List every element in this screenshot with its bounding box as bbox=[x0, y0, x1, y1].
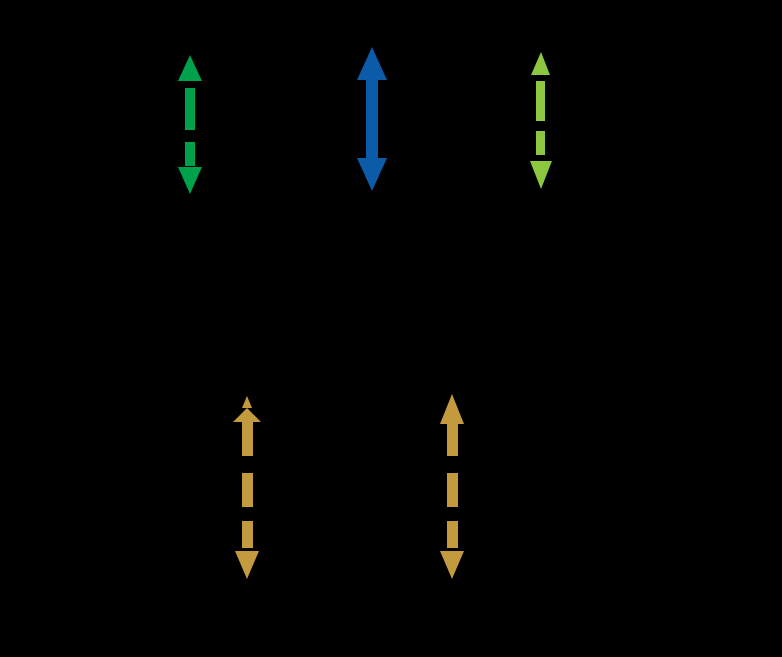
arrowhead-up-icon bbox=[531, 52, 550, 75]
arrow-lightgreen-upper-right bbox=[530, 52, 552, 189]
arrow-gold-lower-right bbox=[440, 394, 464, 579]
arrowhead-up-icon bbox=[233, 408, 261, 422]
arrowhead-up-tip-icon bbox=[242, 396, 252, 408]
arrow-green-upper-left bbox=[178, 55, 202, 194]
arrowhead-down-icon bbox=[530, 161, 552, 189]
arrow-shaft-dash bbox=[536, 81, 545, 121]
arrow-gold-lower-left bbox=[233, 396, 261, 579]
arrowhead-up-icon bbox=[178, 55, 202, 81]
arrow-shaft-dash bbox=[242, 422, 253, 456]
arrow-shaft-dash bbox=[536, 131, 545, 155]
arrow-shaft-dash bbox=[447, 416, 458, 456]
arrow-shaft-dash bbox=[242, 521, 253, 548]
arrowhead-down-icon bbox=[440, 551, 464, 579]
arrow-shaft-dash bbox=[185, 88, 195, 130]
arrow-shaft bbox=[366, 74, 378, 164]
arrow-shaft-dash bbox=[447, 521, 458, 548]
arrowhead-down-icon bbox=[178, 167, 202, 194]
arrow-shaft-dash bbox=[447, 473, 458, 507]
arrow-shaft-dash bbox=[242, 473, 253, 507]
arrowhead-up-icon bbox=[357, 47, 387, 80]
arrow-blue-upper-center bbox=[357, 47, 387, 191]
arrowhead-down-icon bbox=[235, 551, 259, 579]
arrowhead-down-icon bbox=[357, 158, 387, 191]
arrow-shaft-dash bbox=[185, 142, 195, 166]
